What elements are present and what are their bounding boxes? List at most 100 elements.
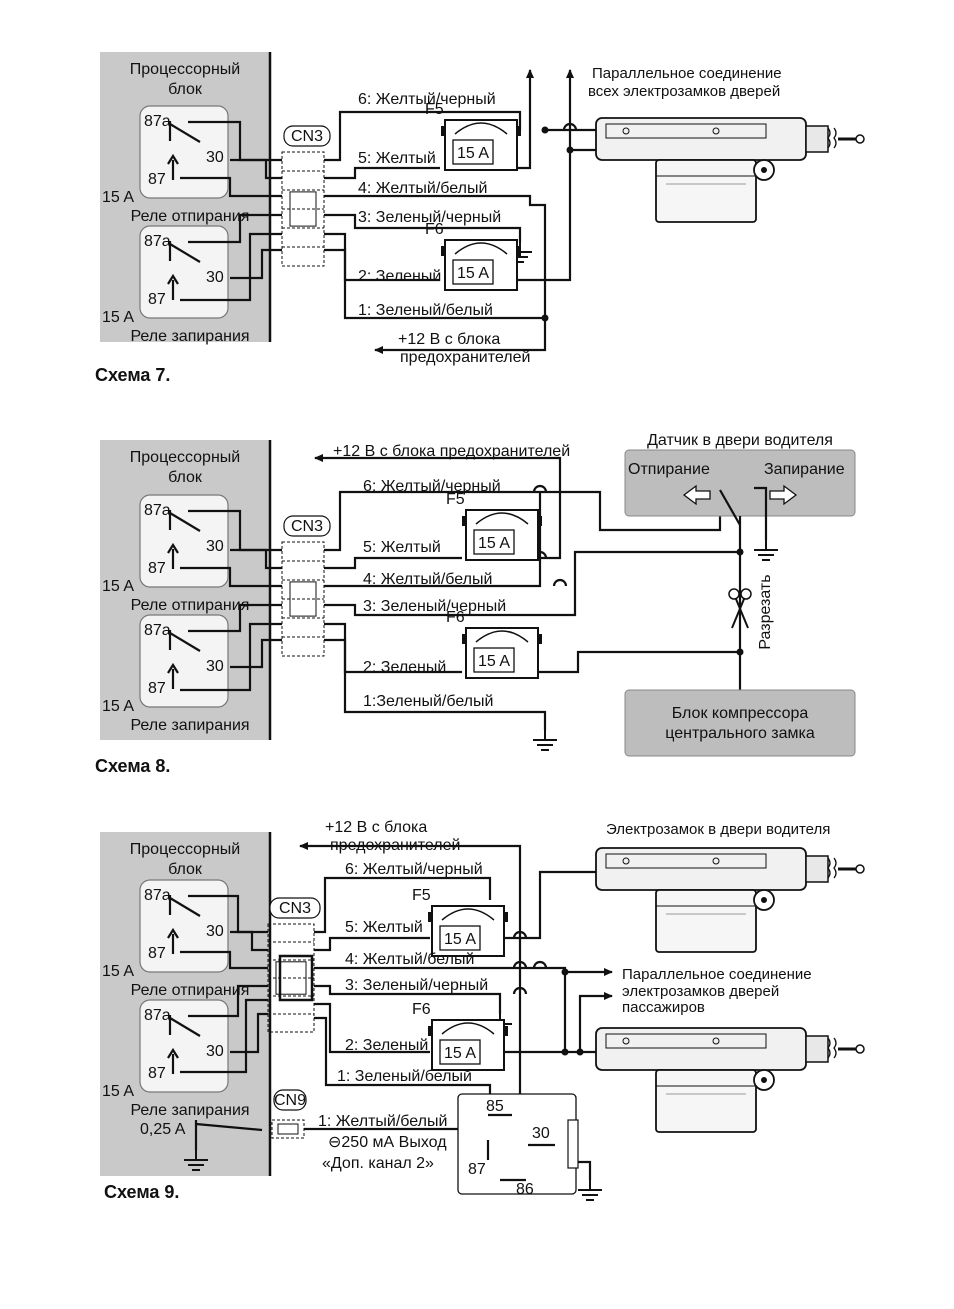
relay-pin-87: 87 <box>148 680 166 697</box>
arrow-left-icon <box>682 484 711 506</box>
wire-relay-unlock-30 <box>230 548 282 570</box>
relay-unlock-amp: 15 A <box>102 578 134 595</box>
wire-5 <box>324 166 440 180</box>
relay-box <box>139 999 229 1093</box>
fuse-link-icon <box>454 122 508 135</box>
fuse-rating-box <box>473 647 515 673</box>
relay-switch <box>169 123 201 143</box>
relay-unlock-amp: 15 A <box>102 963 134 980</box>
cn9-wire-label: 1: Желтый/белый <box>318 1113 447 1130</box>
relay-pin-30: 30 <box>206 923 224 940</box>
fuse-link-icon <box>454 242 508 255</box>
wire-label-2: 2: Зеленый <box>345 1037 428 1054</box>
fuse-name: F6 <box>425 221 444 238</box>
junction-dot <box>561 968 569 976</box>
ground-icon <box>753 539 779 561</box>
supply-label: +12 В с блока <box>398 331 500 348</box>
wire-crossing <box>562 122 578 131</box>
relay-switch <box>169 897 201 917</box>
wire-relay-lock-30 <box>230 248 282 280</box>
relay-pin-87: 87 <box>148 560 166 577</box>
wire-crossing <box>532 960 548 969</box>
relay-box <box>139 494 229 588</box>
supply-label-2: предохранителей <box>400 349 530 366</box>
wire-label-3: 3: Зеленый/черный <box>363 598 506 615</box>
wire-relay-unlock-30 <box>230 158 282 180</box>
aux-relay-pin-86: 86 <box>516 1181 534 1198</box>
wire-label-3: 3: Зеленый/черный <box>345 977 488 994</box>
connector-latch <box>275 961 307 995</box>
wire-label-6: 6: Желтый/черный <box>345 861 483 878</box>
relay-arrow-icon <box>167 927 179 939</box>
relay-switch <box>169 632 201 652</box>
relay-box <box>139 225 229 319</box>
fuse-name: F5 <box>446 491 465 508</box>
fuse-rating-box <box>473 529 515 555</box>
wire-6 <box>314 876 492 934</box>
wire-crossing <box>512 960 528 969</box>
fuse-rating-box <box>439 925 481 951</box>
wire-crossing <box>532 484 548 493</box>
connector-label: CN3 <box>279 900 311 917</box>
relay-arrow-icon <box>167 153 179 165</box>
wire-label-5: 5: Желтый <box>358 150 436 167</box>
connector-tag <box>269 897 321 919</box>
supply-label-2: предохранителей <box>330 837 460 854</box>
relay-lock-label: Реле запирания <box>130 328 249 345</box>
relay-pin-87a: 87a <box>144 887 171 904</box>
fuse-clip <box>441 126 445 136</box>
fuse-rating: 15 A <box>457 145 489 162</box>
wire-label-1: 1:Зеленый/белый <box>363 693 493 710</box>
relay-lock-amp: 15 A <box>102 1083 134 1100</box>
fuse-clip <box>517 246 521 256</box>
cut-label: Разрезать <box>757 574 774 649</box>
wire-label-5: 5: Желтый <box>345 919 423 936</box>
fuse-clip <box>462 516 466 526</box>
fuse-rating: 15 A <box>478 653 510 670</box>
fuse-rating: 15 A <box>444 931 476 948</box>
wire-5 <box>314 936 430 952</box>
wire-1 <box>324 248 547 354</box>
relay-pin-87a: 87a <box>144 233 171 250</box>
compressor-label-2: центрального замка <box>665 725 815 742</box>
arrow-right-icon <box>769 484 798 506</box>
relay-switch <box>169 243 201 263</box>
driver-lock-label: Электрозамок в двери водителя <box>606 821 830 838</box>
connector-label: CN3 <box>291 128 323 145</box>
relay-unlock-amp: 15 A <box>102 189 134 206</box>
wire-5 <box>324 556 462 570</box>
wire-2-out <box>536 650 740 674</box>
relay-lock-label: Реле запирания <box>130 717 249 734</box>
fuse-clip <box>504 1026 508 1036</box>
parallel-label-3: пассажиров <box>622 999 705 1016</box>
ground-icon <box>532 729 558 751</box>
cn9-label: CN9 <box>274 1092 306 1109</box>
wire-6 <box>324 110 522 162</box>
wire-label-3: 3: Зеленый/черный <box>358 209 501 226</box>
relay-arrow-icon <box>167 273 179 285</box>
scissors-icon <box>728 588 752 629</box>
cn9-pin <box>277 1123 299 1135</box>
wire-supply <box>299 842 522 1110</box>
sensor-ground-wire <box>754 486 768 540</box>
wire-relay-lock-87 <box>180 232 282 302</box>
wire-2 <box>314 1002 430 1054</box>
fuse-clip <box>428 912 432 922</box>
relay-pin-30: 30 <box>206 538 224 555</box>
processor-title-2: блок <box>168 861 203 878</box>
relay-lock-label: Реле запирания <box>130 1102 249 1119</box>
wire-relay-unlock-87 <box>180 950 268 970</box>
connector-tag <box>283 125 331 147</box>
processor-title: Процессорный <box>130 61 240 78</box>
relay-lock-amp: 15 A <box>102 309 134 326</box>
sensor-lock-label: Запирание <box>764 461 845 478</box>
relay-box <box>139 614 229 708</box>
fuse-clip <box>462 634 466 644</box>
relay-pin-30: 30 <box>206 269 224 286</box>
parallel-label-2: электрозамков дверей <box>622 983 779 1000</box>
relay-pin-87: 87 <box>148 291 166 308</box>
sensor-unlock-label: Отпирание <box>628 461 710 478</box>
relay-switch <box>169 512 201 532</box>
ground-icon <box>577 1179 603 1201</box>
fuse-rating-box <box>452 139 494 165</box>
